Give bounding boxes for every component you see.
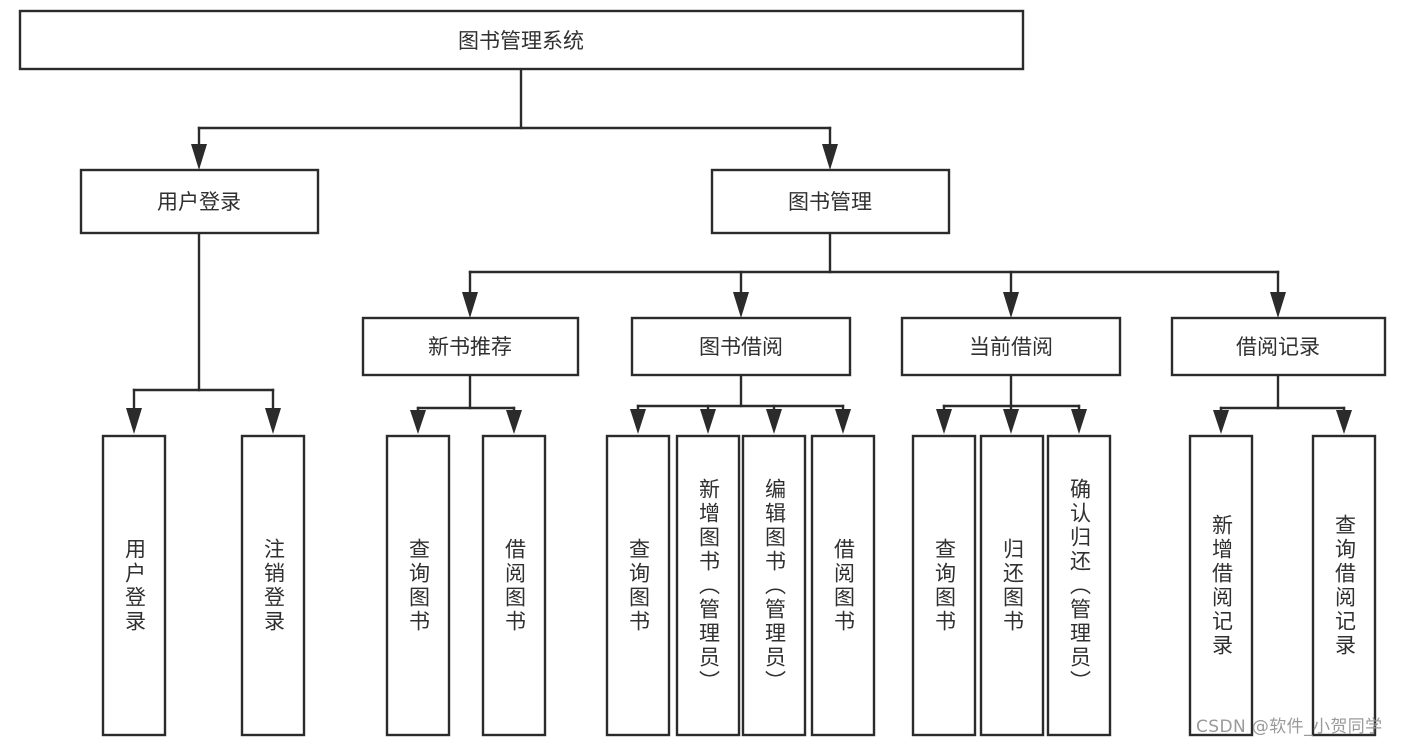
arrow-head-leaf-confirm-return — [1071, 409, 1087, 434]
connector-borrow-record-to-leaves — [1213, 373, 1352, 434]
node-book-borrow[interactable]: 图书借阅 — [630, 316, 852, 377]
node-user-login-box[interactable] — [79, 168, 320, 235]
node-user-login-label: 用户登录 — [157, 190, 241, 214]
connector-current-borrow-to-leaves — [936, 373, 1087, 434]
connector-book-borrow-to-leaves — [630, 373, 851, 434]
node-user-login[interactable]: 用户登录 — [79, 168, 320, 235]
node-root-system-box[interactable] — [18, 9, 1025, 71]
connector-new-book-recommend-to-leaves — [410, 373, 522, 434]
arrow-head-leaf-add-borrow-record — [1213, 410, 1229, 434]
csdn-watermark: CSDN @软件_小贺同学 — [1196, 717, 1383, 737]
node-leaf-add-borrow-record-box[interactable] — [1188, 434, 1254, 737]
node-leaf-query-book-2-box[interactable] — [605, 434, 671, 737]
node-new-book-recommend[interactable]: 新书推荐 — [361, 316, 580, 377]
arrow-head-leaf-query-book-3 — [936, 409, 952, 434]
node-new-book-recommend-box[interactable] — [361, 316, 580, 377]
connector-root-to-level2 — [191, 67, 838, 170]
node-leaf-query-borrow-record-box[interactable] — [1311, 434, 1377, 737]
node-leaf-user-login-box[interactable] — [101, 434, 167, 737]
node-root-system-label: 图书管理系统 — [458, 29, 584, 53]
arrow-head-new-book-recommend — [462, 292, 478, 318]
node-book-management[interactable]: 图书管理 — [710, 168, 951, 235]
arrow-head-leaf-user-logout — [265, 408, 281, 434]
node-book-borrow-label: 图书借阅 — [699, 335, 783, 359]
node-leaf-query-book-1-box[interactable] — [385, 434, 451, 737]
node-leaf-add-book-box[interactable] — [675, 434, 741, 737]
node-current-borrow[interactable]: 当前借阅 — [900, 316, 1122, 377]
connector-user-login-to-leaves — [126, 231, 281, 434]
arrow-head-leaf-query-book-2 — [630, 409, 646, 434]
node-book-management-box[interactable] — [710, 168, 951, 235]
node-current-borrow-box[interactable] — [900, 316, 1122, 377]
node-new-book-recommend-label: 新书推荐 — [428, 335, 512, 359]
node-leaf-user-logout-box[interactable] — [240, 434, 306, 737]
node-borrow-record-label: 借阅记录 — [1236, 335, 1320, 359]
arrow-head-leaf-edit-book — [766, 409, 782, 434]
arrow-head-current-borrow — [1003, 292, 1019, 318]
node-leaf-edit-book-box[interactable] — [741, 434, 807, 737]
connector-book-management-to-level3 — [462, 231, 1286, 318]
node-book-borrow-box[interactable] — [630, 316, 852, 377]
arrow-head-leaf-query-book-1 — [410, 410, 426, 434]
arrow-head-book-management — [822, 144, 838, 170]
arrow-head-leaf-borrow-book-2 — [835, 409, 851, 434]
node-leaf-borrow-book-1-box[interactable] — [481, 434, 547, 737]
arrow-head-leaf-add-book — [700, 409, 716, 434]
arrow-head-leaf-query-borrow-record — [1336, 410, 1352, 434]
arrow-head-leaf-user-login — [126, 408, 142, 434]
arrow-head-book-borrow — [733, 292, 749, 318]
node-current-borrow-label: 当前借阅 — [969, 335, 1053, 359]
arrow-head-borrow-record — [1270, 292, 1286, 318]
node-leaf-return-book-box[interactable] — [979, 434, 1045, 737]
node-leaf-confirm-return-box[interactable] — [1046, 434, 1112, 737]
node-borrow-record-box[interactable] — [1170, 316, 1387, 377]
node-leaf-query-book-3-box[interactable] — [911, 434, 977, 737]
node-borrow-record[interactable]: 借阅记录 — [1170, 316, 1387, 377]
node-root-system[interactable]: 图书管理系统 — [18, 9, 1025, 71]
arrow-head-leaf-borrow-book-1 — [506, 410, 522, 434]
arrow-head-leaf-return-book — [1003, 409, 1019, 434]
node-book-management-label: 图书管理 — [788, 190, 872, 214]
node-leaf-borrow-book-2-box[interactable] — [810, 434, 876, 737]
arrow-head-user-login — [191, 144, 207, 170]
